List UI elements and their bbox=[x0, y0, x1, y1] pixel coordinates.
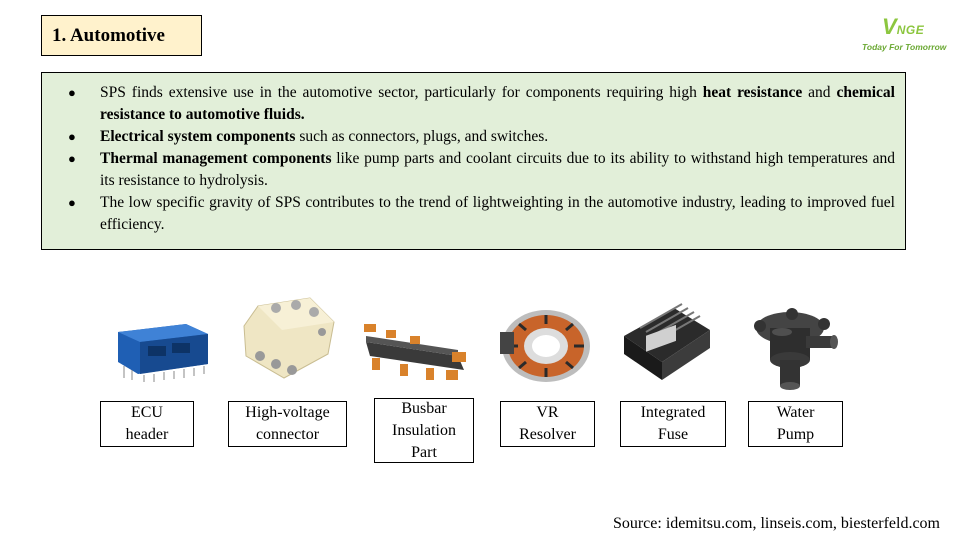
label-line: Insulation bbox=[392, 421, 456, 439]
bullet-item: ● The low specific gravity of SPS contrib… bbox=[68, 192, 895, 236]
label-line: Busbar bbox=[401, 399, 447, 417]
slide-title: 1. Automotive bbox=[41, 15, 202, 56]
busbar-icon bbox=[364, 324, 466, 380]
source-citation: Source: idemitsu.com, linseis.com, biest… bbox=[612, 515, 940, 532]
label-line: Resolver bbox=[519, 426, 576, 443]
slide-title-text: 1. Automotive bbox=[52, 24, 165, 46]
part-label-resolver: VR Resolver bbox=[500, 401, 595, 447]
label-line: Pump bbox=[776, 426, 815, 443]
bullet-text: and bbox=[802, 84, 837, 101]
bullet-text: The low specific gravity of SPS contribu… bbox=[100, 194, 895, 233]
label-line: ECU bbox=[130, 404, 163, 421]
bullet-dot: ● bbox=[68, 129, 76, 144]
logo-tagline: Today For Tomorrow bbox=[862, 42, 947, 52]
logo-mark-v: V bbox=[882, 14, 897, 39]
bullet-text: SPS finds extensive use in the automotiv… bbox=[100, 84, 703, 101]
bullet-dot: ● bbox=[68, 195, 76, 210]
bullet-text: such as connectors, plugs, and switches. bbox=[295, 128, 549, 145]
bullet-emphasis: Thermal management components bbox=[100, 150, 332, 167]
bullet-dot: ● bbox=[68, 151, 76, 166]
bullet-text: like pump parts and coolant circuits due… bbox=[100, 150, 895, 189]
bullet-dot: ● bbox=[68, 85, 76, 100]
label-line: header bbox=[125, 426, 169, 443]
bullet-item: ● Thermal management components like pump… bbox=[68, 148, 895, 192]
bullet-item: ● Electrical system components such as co… bbox=[68, 126, 895, 148]
bullet-emphasis: Electrical system components bbox=[100, 128, 296, 145]
logo-mark-rest: NGE bbox=[896, 23, 925, 37]
fuse-icon bbox=[624, 303, 710, 380]
label-line: Water bbox=[776, 404, 815, 421]
label-line: VR bbox=[536, 404, 559, 421]
bullet-item: ● SPS finds extensive use in the automoti… bbox=[68, 82, 895, 126]
label-line: Part bbox=[411, 443, 437, 461]
part-label-ecu-header: ECU header bbox=[100, 401, 194, 447]
bullet-list: ● SPS finds extensive use in the automoti… bbox=[68, 82, 895, 236]
part-label-hv-connector: High-voltage connector bbox=[228, 401, 347, 447]
resolver-icon bbox=[500, 310, 590, 382]
vnge-logo: VNGE Today For Tomorrow bbox=[862, 14, 952, 58]
label-line: Fuse bbox=[657, 426, 689, 443]
bullet-emphasis: heat resistance bbox=[702, 84, 803, 101]
label-line: Integrated bbox=[640, 404, 706, 421]
hv-connector-icon bbox=[243, 297, 335, 379]
label-line: connector bbox=[255, 426, 320, 443]
bullets-panel: ● SPS finds extensive use in the automoti… bbox=[41, 72, 906, 250]
ecu-header-icon bbox=[118, 324, 208, 382]
label-line: High-voltage bbox=[245, 404, 330, 421]
bullet-emphasis: chemical resistance to automotive fluids… bbox=[100, 84, 895, 123]
water-pump-icon bbox=[754, 308, 838, 390]
logo-mark: VNGE bbox=[882, 14, 924, 40]
